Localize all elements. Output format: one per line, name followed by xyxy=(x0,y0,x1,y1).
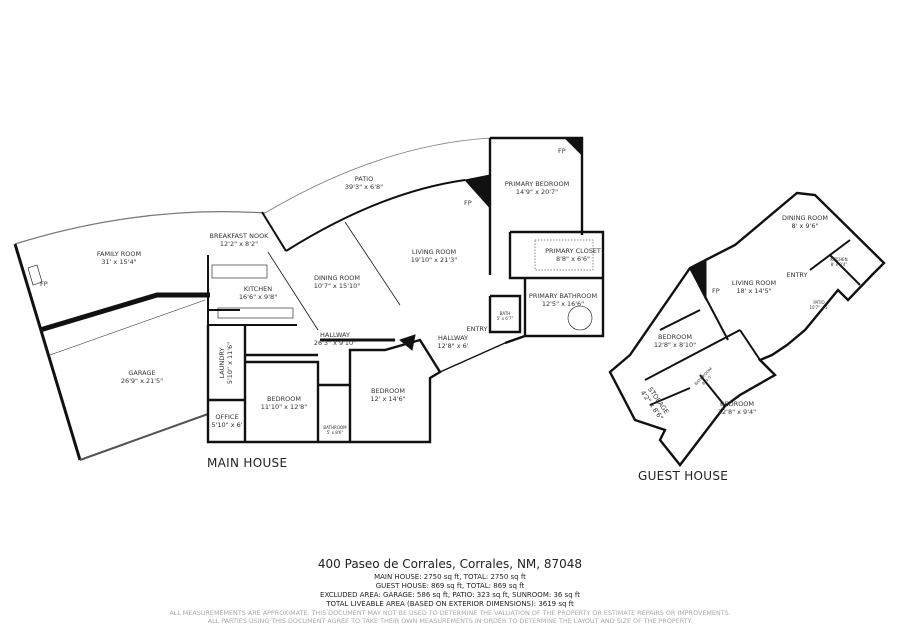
stat-guest-house: GUEST HOUSE: 869 sq ft, TOTAL: 869 sq ft xyxy=(375,582,525,590)
main-house-west-wall xyxy=(13,243,82,461)
family-room-top-wall xyxy=(14,211,266,245)
plan-footer: 400 Paseo de Corrales, Corrales, NM, 870… xyxy=(0,557,900,625)
property-address: 400 Paseo de Corrales, Corrales, NM, 870… xyxy=(317,557,583,571)
entry-walls xyxy=(439,342,506,373)
family-garage-divider xyxy=(39,292,210,333)
patio-inner-arc xyxy=(285,179,466,252)
disclaimer-line-2: ALL PARTIES USING THIS DOCUMENT AGREE TO… xyxy=(207,617,693,625)
garage-south-wall xyxy=(79,413,209,461)
stat-excluded-area: EXCLUDED AREA: GARAGE: 586 sq ft, PATIO:… xyxy=(320,591,580,599)
family-room-window xyxy=(27,264,43,286)
guest-interior-walls xyxy=(644,239,861,407)
fireplace-label-family: FP xyxy=(40,280,48,288)
guest-house-label: GUEST HOUSE xyxy=(638,469,729,483)
kitchen-counter xyxy=(217,307,294,319)
stat-total-liveable: TOTAL LIVEABLE AREA (BASED ON EXTERIOR D… xyxy=(326,600,574,608)
living-fireplace xyxy=(464,174,491,210)
primary-fireplace xyxy=(563,137,583,157)
patio-outer-arc xyxy=(264,137,491,214)
guest-house-walls xyxy=(608,191,886,467)
fireplace-label-primary: FP xyxy=(558,147,566,155)
primary-bathtub xyxy=(567,305,593,331)
fireplace-label-guest: FP xyxy=(712,287,720,295)
primary-suite-walls xyxy=(488,230,605,345)
room-entry: ENTRY xyxy=(466,325,488,333)
garage-inner-line xyxy=(49,299,206,356)
hall-fireplace xyxy=(398,334,416,351)
kitchen-island xyxy=(211,264,268,279)
guest-fireplace xyxy=(689,259,707,301)
guest-room-entry: ENTRY xyxy=(786,271,808,279)
disclaimer-line-1: ALL MEASUREMEMENTS ARE APPROXIMATE. THIS… xyxy=(169,609,731,617)
sunroom-frame xyxy=(267,251,319,331)
stat-main-house: MAIN HOUSE: 2750 sq ft, TOTAL: 2750 sq f… xyxy=(374,573,526,581)
primary-closet-rug xyxy=(534,239,594,271)
dining-beam xyxy=(344,221,401,306)
fireplace-label-living: FP xyxy=(464,199,472,207)
main-house-label: MAIN HOUSE xyxy=(207,456,288,470)
breakfast-to-dining-wall xyxy=(261,211,287,252)
